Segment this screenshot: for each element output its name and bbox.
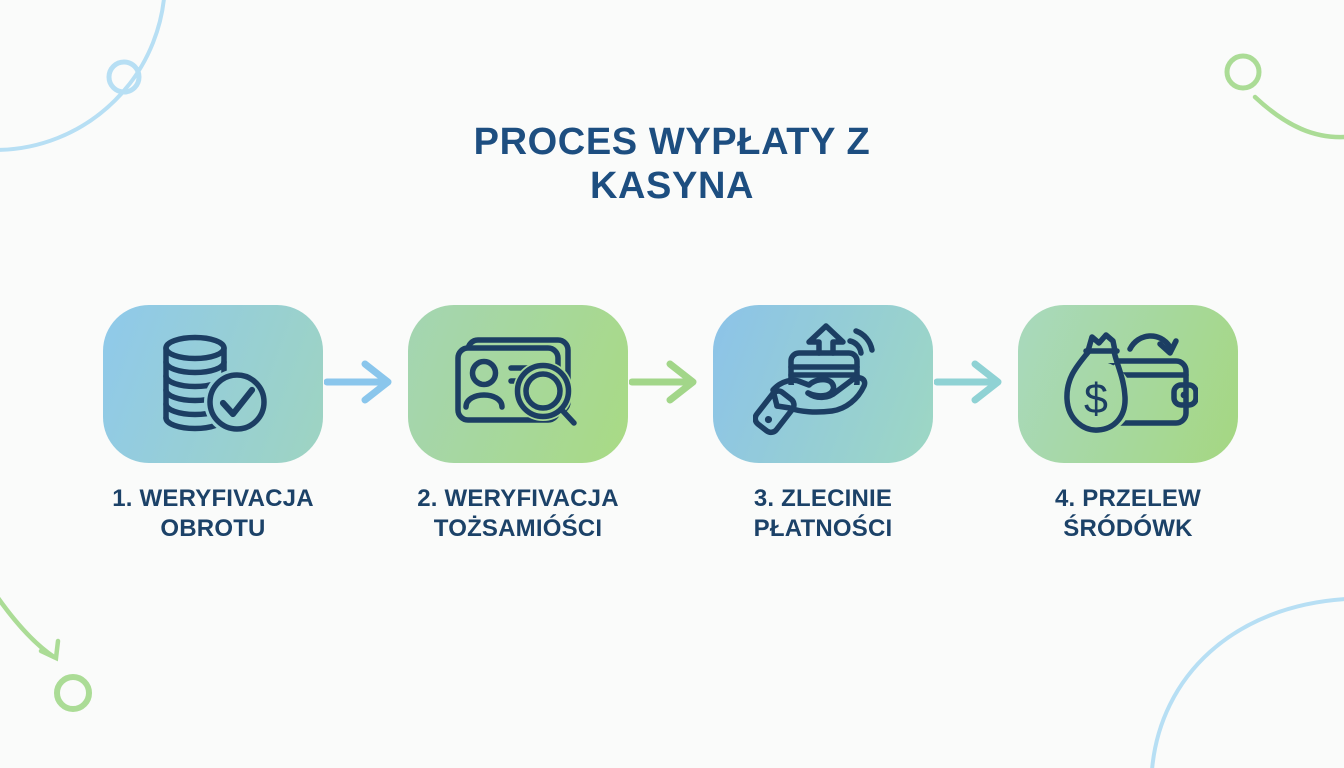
- step-1-label: 1. WERYFIVACJA OBROTU: [83, 484, 343, 544]
- page-title: PROCES WYPŁATY Z KASYNA: [0, 120, 1344, 208]
- small-circle-top-right: [1224, 53, 1262, 91]
- step-2-label-line-2: TOŻSAMIÓŚCI: [433, 515, 603, 542]
- step-4-label-line-1: 4. PRZELEW: [1054, 485, 1201, 512]
- step-1-icon-box: [103, 305, 323, 463]
- id-card-search-icon: [455, 337, 577, 426]
- coins-check-icon: [163, 334, 267, 432]
- title-line-1: PROCES WYPŁATY Z: [473, 121, 871, 163]
- step-4-label-line-2: ŚRÓDÓWK: [1063, 515, 1193, 542]
- step-1-label-line-1: 1. WERYFIVACJA: [112, 485, 314, 512]
- flow-arrow-3: [934, 360, 1002, 404]
- step-3-label-line-1: 3. ZLECINIE: [753, 485, 893, 512]
- small-circle-top-left: [106, 59, 142, 95]
- title-line-2: KASYNA: [589, 165, 755, 207]
- step-3-label-line-2: PŁATNOŚCI: [753, 515, 893, 542]
- flow-arrow-2: [629, 360, 697, 404]
- small-circle-bottom-left: [54, 674, 92, 712]
- step-4-label: 4. PRZELEW ŚRÓDÓWK: [998, 484, 1258, 544]
- step-2-label: 2. WERYFIVACJA TOŻSAMIÓŚCI: [388, 484, 648, 544]
- hand-card-payment-icon: [753, 322, 875, 435]
- step-1-label-line-2: OBROTU: [160, 515, 266, 542]
- moneybag-wallet-icon: $: [1064, 332, 1198, 433]
- step-3-label: 3. ZLECINIE PŁATNOŚCI: [693, 484, 953, 544]
- flow-arrow-1: [324, 360, 392, 404]
- corner-arc-bottom-right: [1150, 597, 1344, 768]
- curved-arrow-bottom-left: [0, 596, 57, 660]
- dollar-sign: $: [1084, 375, 1108, 423]
- step-2-icon-box: [408, 305, 628, 463]
- curved-arrow-head-bottom-left: [38, 638, 61, 662]
- step-3-icon-box: [713, 305, 933, 463]
- step-4-icon-box: $: [1018, 305, 1238, 463]
- step-2-label-line-1: 2. WERYFIVACJA: [417, 485, 619, 512]
